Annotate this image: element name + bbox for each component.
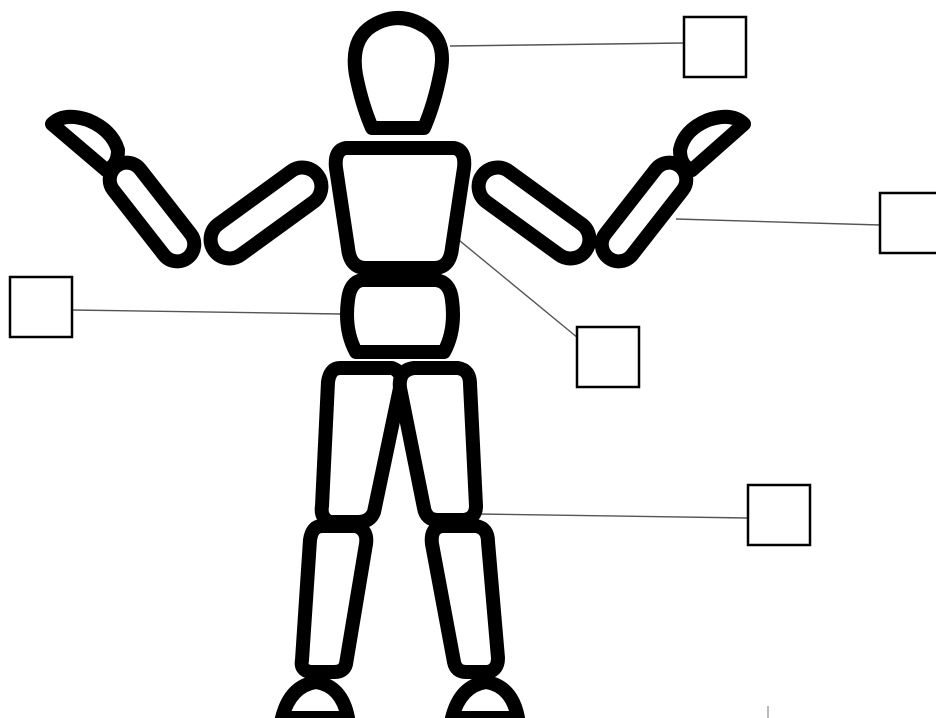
label-chest[interactable] xyxy=(577,327,639,387)
leader-line-knee xyxy=(478,514,748,518)
label-box-hand[interactable] xyxy=(880,193,936,253)
label-box-chest[interactable] xyxy=(577,327,639,387)
label-hand[interactable] xyxy=(880,193,936,253)
mannequin-right-upper-arm xyxy=(471,160,597,266)
mannequin-left-shin xyxy=(302,526,367,672)
label-waist[interactable] xyxy=(10,277,72,337)
mannequin-left-thigh xyxy=(322,368,401,522)
label-box-head[interactable] xyxy=(684,17,746,77)
mannequin-chest xyxy=(336,148,465,268)
mannequin-left-upper-arm xyxy=(203,160,329,266)
label-box-knee[interactable] xyxy=(748,485,810,545)
mannequin-right-forearm xyxy=(595,156,693,268)
mannequin-waist xyxy=(347,280,453,352)
leader-line-head xyxy=(450,43,684,46)
mannequin-right-foot xyxy=(452,682,518,718)
mannequin-head xyxy=(355,18,442,128)
mannequin-right-thigh xyxy=(400,368,476,520)
label-knee[interactable] xyxy=(748,485,810,545)
label-box-waist[interactable] xyxy=(10,277,72,337)
mannequin-right-shin xyxy=(432,526,498,672)
mannequin-left-hand xyxy=(52,117,118,170)
label-head[interactable] xyxy=(684,17,746,77)
mannequin-left-foot xyxy=(282,682,348,718)
mannequin-right-hand xyxy=(680,117,744,170)
leader-line-hand xyxy=(676,219,880,225)
leader-line-waist xyxy=(72,310,340,314)
mannequin-left-forearm xyxy=(103,156,201,268)
